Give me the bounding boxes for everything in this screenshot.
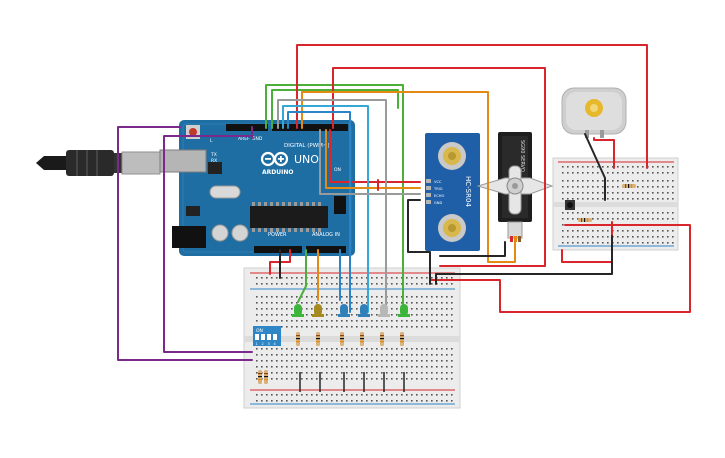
led-blue-2 xyxy=(358,304,370,317)
dip-on-label: ON xyxy=(256,328,263,334)
dip-number-4: 4 xyxy=(274,342,277,346)
wire-red-7 xyxy=(593,137,615,169)
dc-motor[interactable] xyxy=(561,87,627,138)
led-green-2 xyxy=(398,304,410,317)
ultrasonic-transducer-icon xyxy=(438,142,466,170)
led-yellow xyxy=(312,304,324,317)
wire-black-5 xyxy=(439,241,506,257)
wire-red-2 xyxy=(332,67,546,267)
led-green-1 xyxy=(292,304,304,317)
servo-horn-icon xyxy=(476,165,554,215)
led-white xyxy=(378,304,390,317)
ultrasonic-pin-vcc: VCC xyxy=(434,180,442,184)
resistor xyxy=(360,332,364,346)
wire-red-4 xyxy=(329,129,421,183)
ultrasonic-pin-gnd: GND xyxy=(434,201,442,205)
wire-green-2 xyxy=(271,89,399,129)
wire-red-1 xyxy=(296,44,648,169)
main-breadboard[interactable] xyxy=(243,267,461,409)
resistor xyxy=(316,332,320,346)
header-power-top xyxy=(226,124,268,131)
gnd-label: GND xyxy=(252,136,263,142)
leds[interactable] xyxy=(292,304,410,317)
wire-gray-2 xyxy=(319,129,421,195)
wire-black-4 xyxy=(584,133,606,201)
dip-number-3: 3 xyxy=(268,342,270,346)
l-label: L xyxy=(210,138,213,144)
ultrasonic-sensor[interactable]: HC-SR04 VCC TRIG ECHO GND xyxy=(425,133,480,251)
aref-label: AREF xyxy=(238,136,250,142)
ultrasonic-pins: VCC TRIG ECHO GND xyxy=(426,179,444,205)
wire-orange-3 xyxy=(325,129,421,189)
ultrasonic-pin-trig: TRIG xyxy=(433,187,443,191)
tx-label: TX xyxy=(210,152,217,158)
microcontroller-chip xyxy=(250,202,328,232)
model-label: UNO xyxy=(294,153,319,166)
resistor xyxy=(258,370,262,384)
ultrasonic-model: HC-SR04 xyxy=(464,176,472,207)
analog-label: ANALOG IN xyxy=(312,232,340,238)
servo-model: SG90 SERVO xyxy=(519,140,525,172)
resistor xyxy=(340,332,344,346)
servo-motor[interactable]: SG90 SERVO xyxy=(476,132,554,242)
wire-blue-2 xyxy=(287,111,351,313)
header-power xyxy=(254,246,302,253)
header-digital xyxy=(272,124,348,131)
digital-label: DIGITAL (PWM~) xyxy=(284,143,330,149)
wire-red-5 xyxy=(429,224,691,313)
power-label: POWER xyxy=(268,232,287,238)
resistors[interactable] xyxy=(258,184,636,384)
dip-switch[interactable]: ON 1 2 3 4 xyxy=(253,326,281,346)
wire-green-1 xyxy=(265,84,404,313)
ultrasonic-receiver-icon xyxy=(438,214,466,242)
wire-blue-1 xyxy=(282,105,369,313)
dip-number-2: 2 xyxy=(262,342,264,346)
wire-green-3 xyxy=(297,249,307,303)
resistor xyxy=(400,332,404,346)
dip-number-1: 1 xyxy=(256,342,258,346)
on-label: ON xyxy=(334,167,341,173)
ultrasonic-pin-echo: ECHO xyxy=(434,194,444,198)
arduino-logo-icon xyxy=(260,151,289,167)
resistor xyxy=(380,332,384,346)
resistor xyxy=(264,370,268,384)
led-blue-1 xyxy=(338,304,350,317)
push-button[interactable] xyxy=(565,200,575,210)
resistor xyxy=(578,218,592,222)
wire-black-2 xyxy=(407,199,431,285)
brand-label: ARDUINO xyxy=(262,169,293,176)
resistor xyxy=(296,332,300,346)
wire-purple-2 xyxy=(163,126,253,353)
jumper-lines xyxy=(299,372,405,392)
wire-black-3 xyxy=(435,235,613,285)
usb-cable[interactable] xyxy=(36,150,161,176)
arduino-uno-board[interactable]: AREF GND DIGITAL (PWM~) L TX RX ON ARDUI… xyxy=(159,120,355,256)
header-analog xyxy=(306,246,346,253)
wires[interactable] xyxy=(117,44,691,361)
wire-orange-1 xyxy=(301,91,516,263)
resistor xyxy=(622,184,636,188)
small-breadboard[interactable] xyxy=(552,157,679,251)
rx-label: RX xyxy=(211,158,217,164)
wire-gray-1 xyxy=(277,99,387,313)
wire-purple-1 xyxy=(117,126,253,361)
